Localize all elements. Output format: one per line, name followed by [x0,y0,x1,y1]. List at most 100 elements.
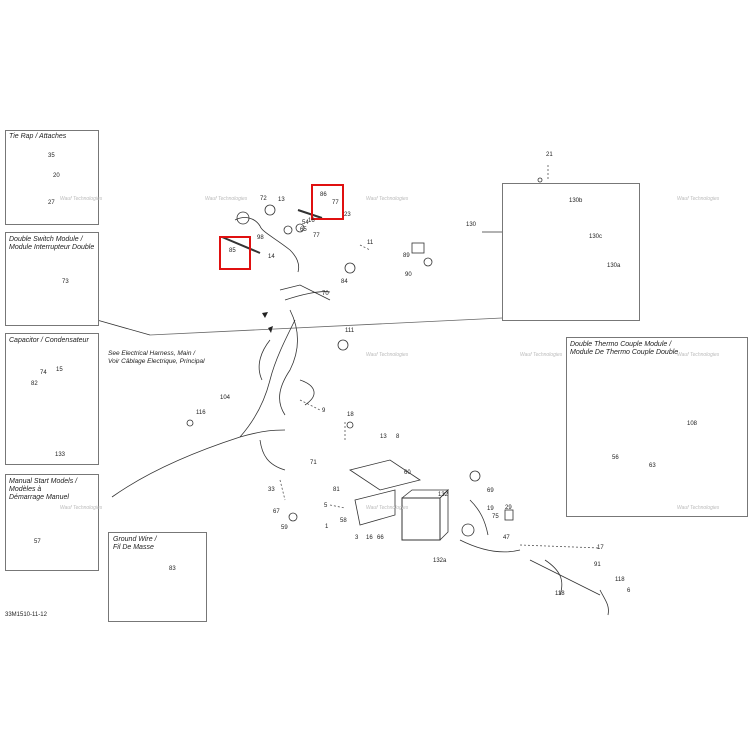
part-111[interactable]: 111 [345,328,355,334]
part-84[interactable]: 84 [341,279,348,285]
part-74[interactable]: 74 [40,370,47,376]
part-16[interactable]: 16 [308,218,315,224]
part-59[interactable]: 59 [281,525,288,531]
part-83[interactable]: 83 [169,566,176,572]
part-81[interactable]: 81 [333,487,340,493]
gauge-box: 130b 130c 130a [502,183,640,321]
ground-wire-box: Ground Wire / Fil De Masse 83 [108,532,207,622]
part-3[interactable]: 3 [355,535,359,541]
part-11[interactable]: 11 [367,240,374,246]
part-98[interactable]: 98 [257,235,264,241]
part-67[interactable]: 67 [273,509,280,515]
ground-wire-title-1: Ground Wire / [113,536,157,543]
part-13b[interactable]: 13 [380,434,387,440]
part-132a[interactable]: 132a [433,558,447,564]
manual-start-box: Manual Start Models / Modèles à Démarrag… [5,474,99,571]
part-130c[interactable]: 130c [589,234,603,240]
tie-rap-title: Tie Rap / Attaches [9,133,67,140]
part-13[interactable]: 13 [278,197,285,203]
watermark-6: Wauf Technologies [520,352,563,358]
part-108[interactable]: 108 [687,421,698,427]
watermark-5: Wauf Technologies [366,352,409,358]
part-29[interactable]: 29 [505,505,512,511]
part-118b[interactable]: 118 [615,577,625,583]
highlight-part-86 [311,184,344,220]
part-70[interactable]: 70 [322,291,329,297]
part-63[interactable]: 63 [649,463,656,469]
part-91[interactable]: 91 [594,562,601,568]
part-5[interactable]: 5 [324,503,328,509]
part-75[interactable]: 75 [492,514,499,520]
watermark-8: Wauf Technologies [60,505,103,511]
watermark-4: Wauf Technologies [677,196,720,202]
part-82[interactable]: 82 [31,381,38,387]
part-130b[interactable]: 130b [569,198,583,204]
capacitor-title: Capacitor / Condensateur [9,337,89,344]
manual-start-title-2: Modèles à [9,486,42,493]
harness-note-line2: Voir Câblage Electrique, Principal [108,358,205,366]
thermo-couple-box: Double Thermo Couple Module / Module De … [566,337,748,517]
highlight-part-85 [219,236,251,270]
part-130a[interactable]: 130a [607,263,621,269]
part-47[interactable]: 47 [503,535,510,541]
part-18[interactable]: 18 [347,412,354,418]
part-66[interactable]: 66 [377,535,384,541]
watermark-3: Wauf Technologies [366,196,409,202]
manual-start-title-3: Démarrage Manuel [9,494,69,501]
ground-wire-title-2: Fil De Masse [113,544,154,551]
thermo-couple-title-1: Double Thermo Couple Module / [570,341,672,348]
part-15[interactable]: 15 [56,367,63,373]
double-switch-title-2: Module Interrupteur Double [9,244,95,251]
double-switch-title-1: Double Switch Module / [9,236,83,243]
part-27[interactable]: 27 [48,200,55,206]
part-20[interactable]: 20 [53,173,60,179]
part-58[interactable]: 58 [340,518,347,524]
part-90[interactable]: 90 [405,272,412,278]
thermo-couple-title-2: Module De Thermo Couple Double [570,349,679,356]
doc-reference: 33M1510-11-12 [5,612,47,618]
part-65[interactable]: 65 [300,227,307,233]
part-54[interactable]: 54 [302,220,309,226]
part-17[interactable]: 17 [597,545,604,551]
harness-note-line1: See Electrical Harness, Main / [108,350,196,358]
manual-start-title-1: Manual Start Models / [9,478,78,485]
part-71[interactable]: 71 [310,460,317,466]
part-116[interactable]: 116 [196,410,206,416]
part-77a[interactable]: 77 [332,200,339,206]
part-77b[interactable]: 77 [313,233,320,239]
watermark-10: Wauf Technologies [677,505,720,511]
part-1[interactable]: 1 [325,524,329,530]
part-118a[interactable]: 118 [555,591,565,597]
part-19[interactable]: 19 [487,506,494,512]
part-16b[interactable]: 16 [366,535,373,541]
watermark-7: Wauf Technologies [677,352,720,358]
part-21[interactable]: 21 [546,152,553,158]
part-132[interactable]: 132 [438,492,449,498]
double-switch-box: Double Switch Module / Module Interrupte… [5,232,99,326]
part-69[interactable]: 69 [487,488,494,494]
part-57[interactable]: 57 [34,539,41,545]
part-56[interactable]: 56 [612,455,619,461]
part-89[interactable]: 89 [403,253,410,259]
part-23[interactable]: 23 [344,212,351,218]
capacitor-box: Capacitor / Condensateur 74 15 82 133 [5,333,99,465]
watermark-9: Wauf Technologies [366,505,409,511]
part-104[interactable]: 104 [220,395,231,401]
part-6[interactable]: 6 [627,588,631,594]
part-35[interactable]: 35 [48,153,55,159]
part-33[interactable]: 33 [268,487,275,493]
highlighted-85-label[interactable]: 85 [229,248,236,254]
watermark-1: Wauf Technologies [60,196,103,202]
part-14[interactable]: 14 [268,254,275,260]
tie-rap-box: Tie Rap / Attaches 35 20 27 [5,130,99,225]
part-80[interactable]: 60 [404,470,411,476]
part-72[interactable]: 72 [260,196,267,202]
part-9[interactable]: 9 [322,408,326,414]
highlighted-86-label[interactable]: 86 [320,192,327,198]
part-8[interactable]: 8 [396,434,400,440]
watermark-2: Wauf Technologies [205,196,248,202]
part-73[interactable]: 73 [62,279,69,285]
part-130[interactable]: 130 [466,222,477,228]
part-133[interactable]: 133 [55,452,66,458]
